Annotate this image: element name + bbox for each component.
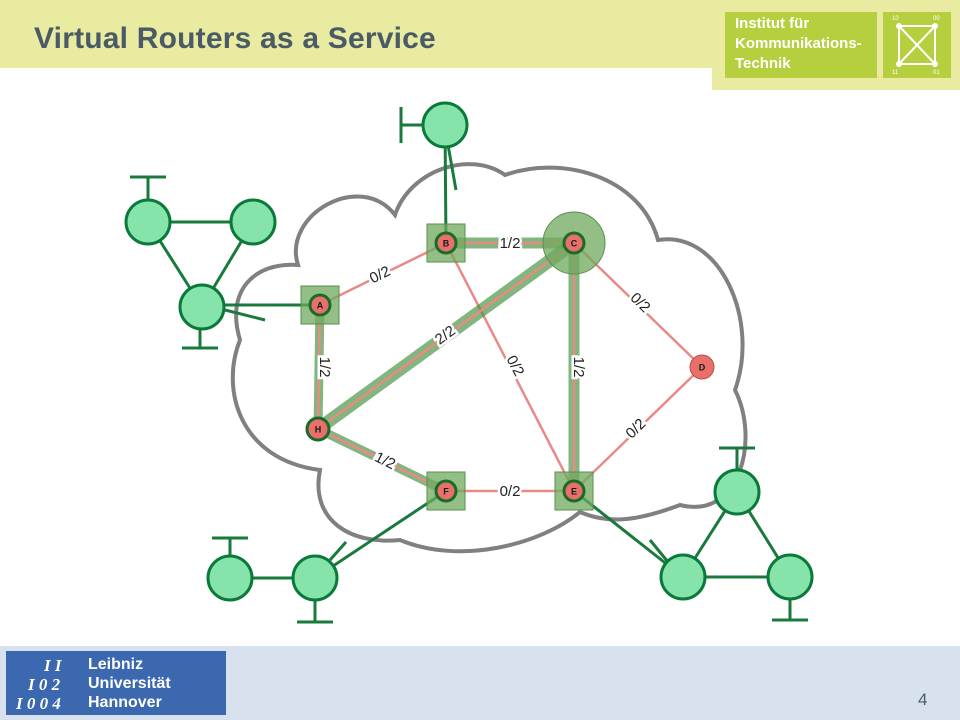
page-number: 4 [918, 690, 928, 709]
institute-logo-line-1: Institut für [735, 15, 810, 32]
institute-logo-mark: 10 00 11 01 [883, 12, 951, 78]
digit-row-2: I 0 2 [27, 675, 61, 694]
university-name-line-3: Hannover [88, 694, 162, 711]
client-host [766, 553, 814, 601]
client-network-top [399, 101, 469, 191]
university-logo [6, 651, 226, 715]
client-network-bottom-left [206, 536, 348, 624]
router-node-f: F [426, 471, 466, 511]
link-label-f-e: 0/2 [500, 483, 521, 500]
corner-label-tl: 10 [892, 16, 899, 22]
institute-logo-line-3: Technik [735, 55, 791, 72]
corner-label-tr: 00 [933, 16, 940, 22]
client-host [178, 283, 226, 331]
client-host [421, 101, 469, 149]
slide-title: Virtual Routers as a Service [34, 22, 436, 55]
router-label-f: F [443, 487, 449, 497]
network-square-icon: 10 00 11 01 [892, 16, 940, 76]
client-host [124, 198, 172, 246]
router-node-d: D [689, 354, 715, 380]
client-host [713, 468, 761, 516]
link-label-a-h: 1/2 [316, 357, 333, 378]
university-digit-mark: I I I 0 2 I 0 0 4 [15, 656, 63, 713]
link-label-c-e: 1/2 [570, 357, 587, 378]
client-network-top-left [124, 175, 277, 350]
router-node-a: A [300, 285, 340, 325]
client-host [659, 553, 707, 601]
router-label-h: H [315, 425, 322, 435]
router-node-h: H [305, 416, 331, 442]
university-name-line-2: Universität [88, 675, 171, 692]
digit-row-3: I 0 0 4 [15, 694, 61, 713]
router-label-d: D [699, 363, 706, 373]
router-node-e: E [554, 471, 594, 511]
router-label-e: E [571, 487, 577, 497]
router-node-c: C [542, 211, 606, 275]
router-label-c: C [571, 239, 578, 249]
provider-cloud [230, 162, 748, 554]
router-node-b: B [426, 223, 466, 263]
client-host [229, 198, 277, 246]
link-label-b-c: 1/2 [500, 235, 521, 252]
corner-label-br: 01 [933, 70, 940, 76]
client-network-bottom-right [648, 446, 814, 622]
institute-logo-line-2: Kommunikations- [735, 35, 862, 52]
corner-label-bl: 11 [892, 70, 899, 76]
digit-row-1: I I [43, 656, 63, 675]
router-label-a: A [317, 301, 324, 311]
institute-logo-text-block [725, 12, 877, 78]
client-host [206, 554, 254, 602]
active-links [313, 237, 580, 496]
university-name-line-1: Leibniz [88, 656, 144, 673]
header-band [0, 0, 712, 68]
client-host [291, 554, 339, 602]
router-label-b: B [443, 239, 450, 249]
